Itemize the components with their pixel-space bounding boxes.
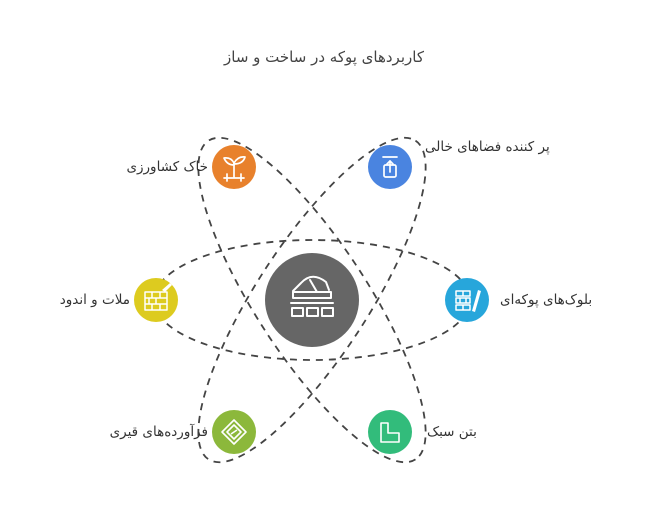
orbit-diagonal-b [197,136,427,464]
node-bitumen-products [212,410,256,454]
brick-wall-icon [144,283,172,311]
label-pumice-blocks: بلوک‌های پوکه‌ای [500,292,593,308]
diagram-title: کاربردهای پوکه در ساخت و ساز [224,48,424,66]
block-stack-icon [455,290,481,312]
label-agri-soil: خاک کشاورزی [126,159,208,175]
center-node [265,253,359,347]
node-lightweight-concrete [368,410,412,454]
center-circle [265,253,359,347]
sprout-icon [223,156,246,182]
label-mortar: ملات و اندود [59,292,130,308]
upload-box-icon [382,156,398,178]
label-lightweight-concrete: بتن سبک [427,424,477,440]
label-bitumen-products: فرآورده‌های قیری [109,424,208,440]
node-agri-soil [212,145,256,189]
concrete-form-icon [380,422,400,443]
processing-machine-icon [290,275,334,317]
diamond-sign-icon [221,419,247,445]
label-void-filler: پر کننده فضاهای خالی [425,139,550,155]
node-mortar [134,278,178,322]
node-lightweight-concrete-circle [368,410,412,454]
node-pumice-blocks [445,278,489,322]
node-pumice-blocks-circle [445,278,489,322]
node-void-filler [368,145,412,189]
orbit-diagonal-a [197,136,427,464]
